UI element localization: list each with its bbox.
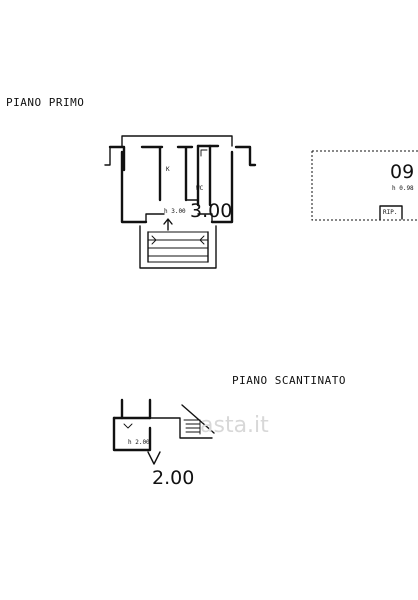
basement-dimension-arrow — [147, 451, 161, 465]
basement-step-mark — [123, 423, 133, 429]
room-k-label: K — [166, 166, 170, 173]
side-block-height: h 0.98 — [392, 185, 414, 192]
basement-top-walls — [120, 398, 152, 420]
staircase-outline — [139, 225, 217, 269]
right-wing — [234, 145, 257, 167]
corridor-right — [197, 213, 213, 223]
basement-stairs — [183, 419, 201, 435]
left-wing-top — [108, 145, 126, 172]
rip-box — [379, 205, 403, 220]
stair-sides — [147, 231, 209, 263]
first-floor-height: h 3.00 — [164, 208, 186, 215]
side-block-label: 09 — [390, 161, 414, 183]
upper-wall — [121, 135, 233, 147]
side-block-plan: 09 h 0.98 RIP. — [311, 150, 418, 221]
left-outer-wall — [120, 150, 148, 224]
first-floor-title: PIANO PRIMO — [6, 96, 84, 109]
stair-treads — [147, 231, 209, 263]
basement-room — [112, 416, 152, 452]
watermark: asta.it — [200, 413, 269, 438]
stair-direction-marks — [151, 235, 205, 245]
basement-dimension: 2.00 — [152, 467, 194, 489]
entrance-arrow — [163, 218, 173, 231]
wc-fixture — [200, 149, 208, 157]
side-block-outline — [311, 150, 418, 221]
left-wing-edge — [104, 146, 111, 166]
first-floor-plan: K WC h 3.00 3.00 — [104, 135, 257, 269]
first-floor-dimension: 3.00 — [190, 200, 232, 222]
basement-title: PIANO SCANTINATO — [232, 374, 346, 387]
rip-label: RIP. — [383, 209, 397, 216]
basement-diagonal — [181, 404, 215, 434]
basement-height: h 2.00 — [128, 439, 150, 446]
right-outer-wall — [210, 150, 234, 224]
corridor-left — [145, 213, 165, 223]
room-wc-label: WC — [196, 185, 204, 192]
basement-corridor — [149, 417, 213, 439]
basement-plan: asta.it h 2.00 2.00 — [112, 398, 269, 489]
